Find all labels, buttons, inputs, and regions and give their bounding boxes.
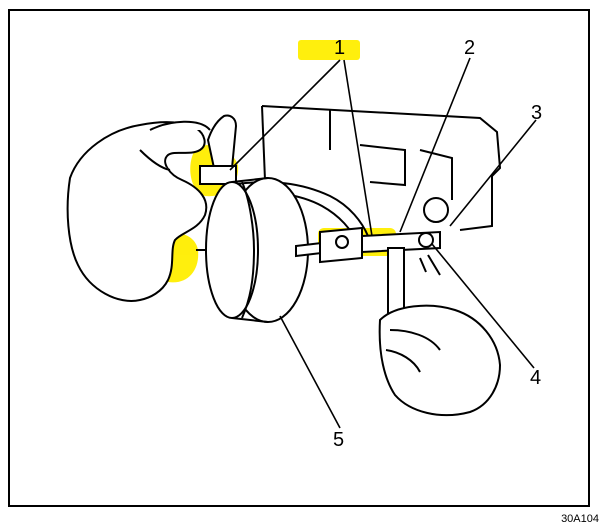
engine-housing xyxy=(261,105,502,231)
callout-4: 4 xyxy=(530,367,542,389)
callout-2: 2 xyxy=(464,37,476,59)
highlight-callout-1 xyxy=(298,40,360,60)
leader-1a xyxy=(229,59,341,171)
callout-3: 3 xyxy=(531,102,543,124)
callout-5: 5 xyxy=(333,429,345,451)
leader-4 xyxy=(431,243,535,369)
leader-2 xyxy=(399,57,471,233)
leader-lines xyxy=(229,57,537,429)
leader-3 xyxy=(449,119,537,227)
right-hand-tool xyxy=(378,247,502,417)
left-hand xyxy=(66,120,211,302)
vacuum-hose xyxy=(199,114,369,243)
actuator-diaphragm xyxy=(196,177,309,323)
leader-5 xyxy=(279,315,341,429)
actuator-rod xyxy=(295,197,449,276)
leader-1b xyxy=(343,59,373,237)
figure-id: 30A104 xyxy=(561,513,599,525)
callout-1: 1 xyxy=(334,37,346,59)
